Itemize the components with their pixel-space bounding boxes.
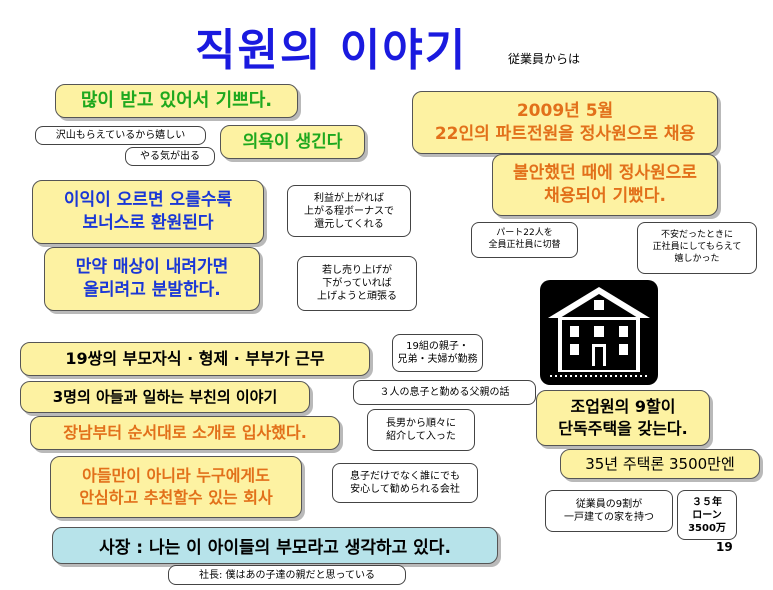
note-president-jp: 社長: 僕はあの子達の親だと思っている [168, 565, 406, 585]
note-hire-jp: パート22人を 全員正社員に切替 [471, 222, 578, 258]
house-icon [540, 280, 658, 385]
note-families-jp: 19組の親子・ 兄弟・夫婦が勤務 [392, 334, 483, 372]
box-loan: 35년 주택론 3500만엔 [560, 449, 760, 479]
box-trust: 아들만이 아니라 누구에게도 안심하고 추천할수 있는 회사 [50, 456, 302, 518]
box-sales-down: 만약 매상이 내려가면 올리려고 분발한다. [44, 247, 260, 311]
box-anxious: 불안했던 때에 정사원으로 채용되어 기뻤다. [492, 154, 718, 216]
page-title: 직원의 이야기 [195, 25, 468, 76]
box-father: 3명의 아들과 일하는 부친의 이야기 [20, 381, 310, 413]
note-anxious-jp: 不安だったときに 正社員にしてもらえて 嬉しかった [637, 222, 757, 274]
box-bonus: 이익이 오르면 오를수록 보너스로 환원된다 [32, 180, 264, 244]
box-eldest: 장남부터 순서대로 소개로 입사했다. [30, 416, 340, 450]
note-bonus-jp: 利益が上がれば 上がる程ボーナスで 還元してくれる [287, 185, 411, 237]
note-father-jp: ３人の息子と勤める父親の話 [353, 380, 536, 405]
note-trust-jp: 息子だけでなく誰にでも 安心して勧められる会社 [332, 463, 478, 503]
note-sales-jp: 若し売り上げが 下がっていれば 上げようと頑張る [297, 256, 417, 311]
note-houses-jp: 従業員の9割が 一戸建ての家を持つ [545, 490, 673, 532]
box-families: 19쌍의 부모자식 · 형제 · 부부가 근무 [20, 342, 370, 376]
note-happy-jp: 沢山もらえているから嬉しい [35, 126, 206, 145]
note-eldest-jp: 長男から順々に 紹介して入った [367, 409, 475, 451]
box-hire: 2009년 5월 22인의 파트전원을 정사원으로 채용 [412, 91, 718, 154]
box-president: 사장 : 나는 이 아이들의 부모라고 생각하고 있다. [52, 527, 498, 564]
box-houses: 조업원의 9할이 단독주택을 갖는다. [536, 390, 710, 446]
note-motivation-jp: やる気が出る [125, 147, 215, 166]
box-happy: 많이 받고 있어서 기쁘다. [55, 84, 298, 118]
box-motivation: 의욕이 생긴다 [220, 125, 365, 159]
page-subtitle: 従業員からは [508, 52, 581, 66]
page-number: 19 [716, 540, 733, 554]
note-loan-jp: ３５年 ローン 3500万 [677, 490, 737, 540]
